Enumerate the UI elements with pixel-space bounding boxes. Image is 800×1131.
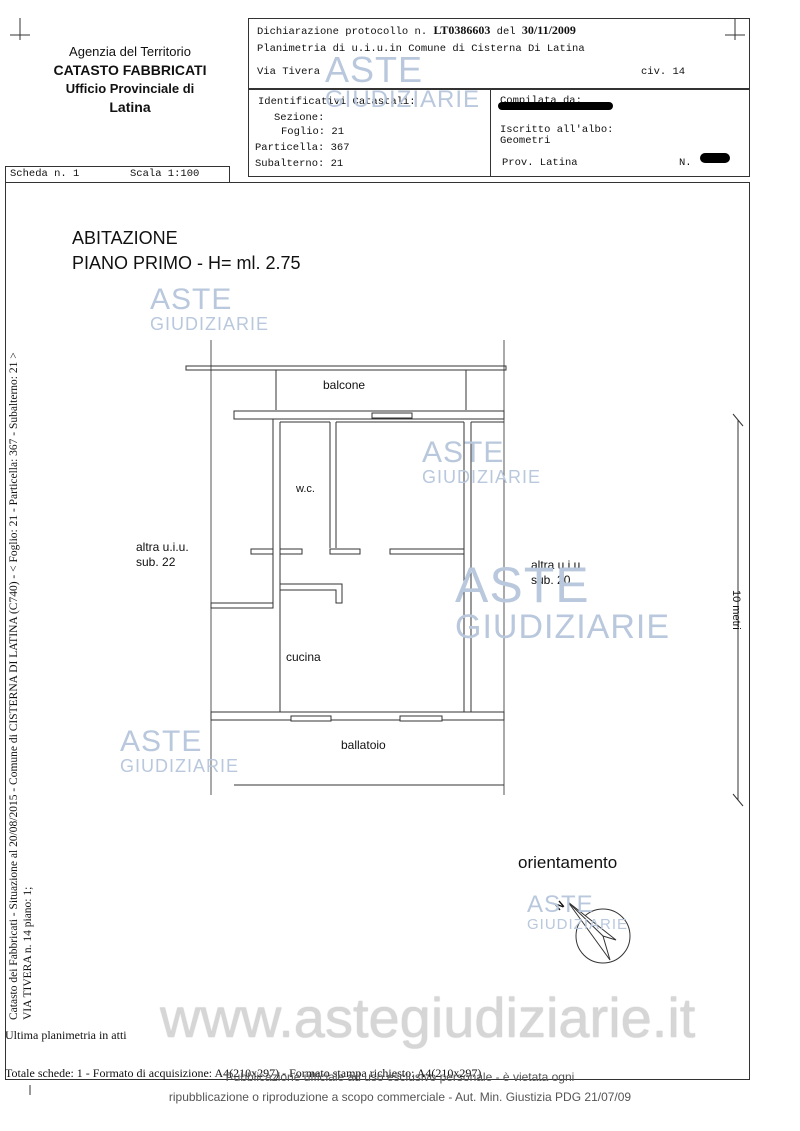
scala: Scala 1:100 [130,168,200,180]
totale-schede: Totale schede: 1 - Formato di acquisizio… [5,1066,482,1080]
foglio: Foglio: 21 [281,126,345,138]
n-label: N. [679,157,692,169]
label-cucina: cucina [286,650,321,664]
geometri: Geometri [500,135,551,147]
watermark-logo-top: ASTE GIUDIZIARIE [325,49,481,113]
identificativi-label: Identificativi Catastali: [258,96,416,108]
protocol-line: Dichiarazione protocollo n. LT0386603 de… [257,23,576,38]
watermark-logo-4: ASTE GIUDIZIARIE [120,725,240,776]
plan-subtitle: PIANO PRIMO - H= ml. 2.75 [72,253,301,273]
label-wc: w.c. [296,483,315,495]
agency-line1: Agenzia del Territorio [69,44,191,59]
protocol-box [248,18,750,89]
scheda-number: Scheda n. 1 [10,168,80,180]
redaction-number [700,153,730,163]
label-altra-left-2: sub. 22 [136,555,176,569]
subalterno: Subalterno: 21 [255,158,344,170]
address: Via Tivera [257,66,321,78]
pub-line-2: ripubblicazione o riproduzione a scopo c… [168,1090,632,1104]
redaction-name [498,102,613,110]
label-ballatoio: ballatoio [341,738,386,752]
label-altra-left-1: altra u.i.u. [136,540,189,554]
agency-line3: Ufficio Provinciale di [65,81,195,96]
watermark-logo-3: ASTE GIUDIZIARIE [455,557,671,646]
label-altra-right-1: altra u.i.u. [531,558,584,572]
ultima-planimetria: Ultima planimetria in atti [5,1028,127,1042]
pub-line-1: Pubblicazione ufficiale ad uso esclusivo… [225,1070,575,1084]
civ: civ. 14 [641,66,686,78]
watermark-site: www.astegiudiziarie.it [160,986,696,1049]
plan-title: ABITAZIONE [72,228,178,248]
prov: Prov. Latina [502,157,578,169]
scale-label: 10 metri [730,590,742,630]
planimetria-line: Planimetria di u.i.u.in Comune di Cister… [257,43,585,55]
agency-line4: Latina [109,99,151,115]
agency-line2: CATASTO FABBRICATI [53,62,207,78]
watermark-logo-2: ASTE GIUDIZIARIE [422,436,542,487]
agency-block: Agenzia del Territorio CATASTO FABBRICAT… [20,44,240,115]
label-altra-right-2: sub. 20 [531,573,571,587]
sezione: Sezione: [274,112,325,124]
iscritto-label: Iscritto all'albo: [500,124,614,136]
watermark-logo-1: ASTE GIUDIZIARIE [150,283,270,334]
compilata-box [490,89,750,177]
orientamento-label: orientamento [518,853,618,872]
page-frame [5,182,750,1080]
watermark-logo-5: ASTE GIUDIZIARIE [527,891,629,933]
label-balcone: balcone [323,378,366,392]
scheda-box [5,166,230,183]
particella: Particella: 367 [255,142,350,154]
